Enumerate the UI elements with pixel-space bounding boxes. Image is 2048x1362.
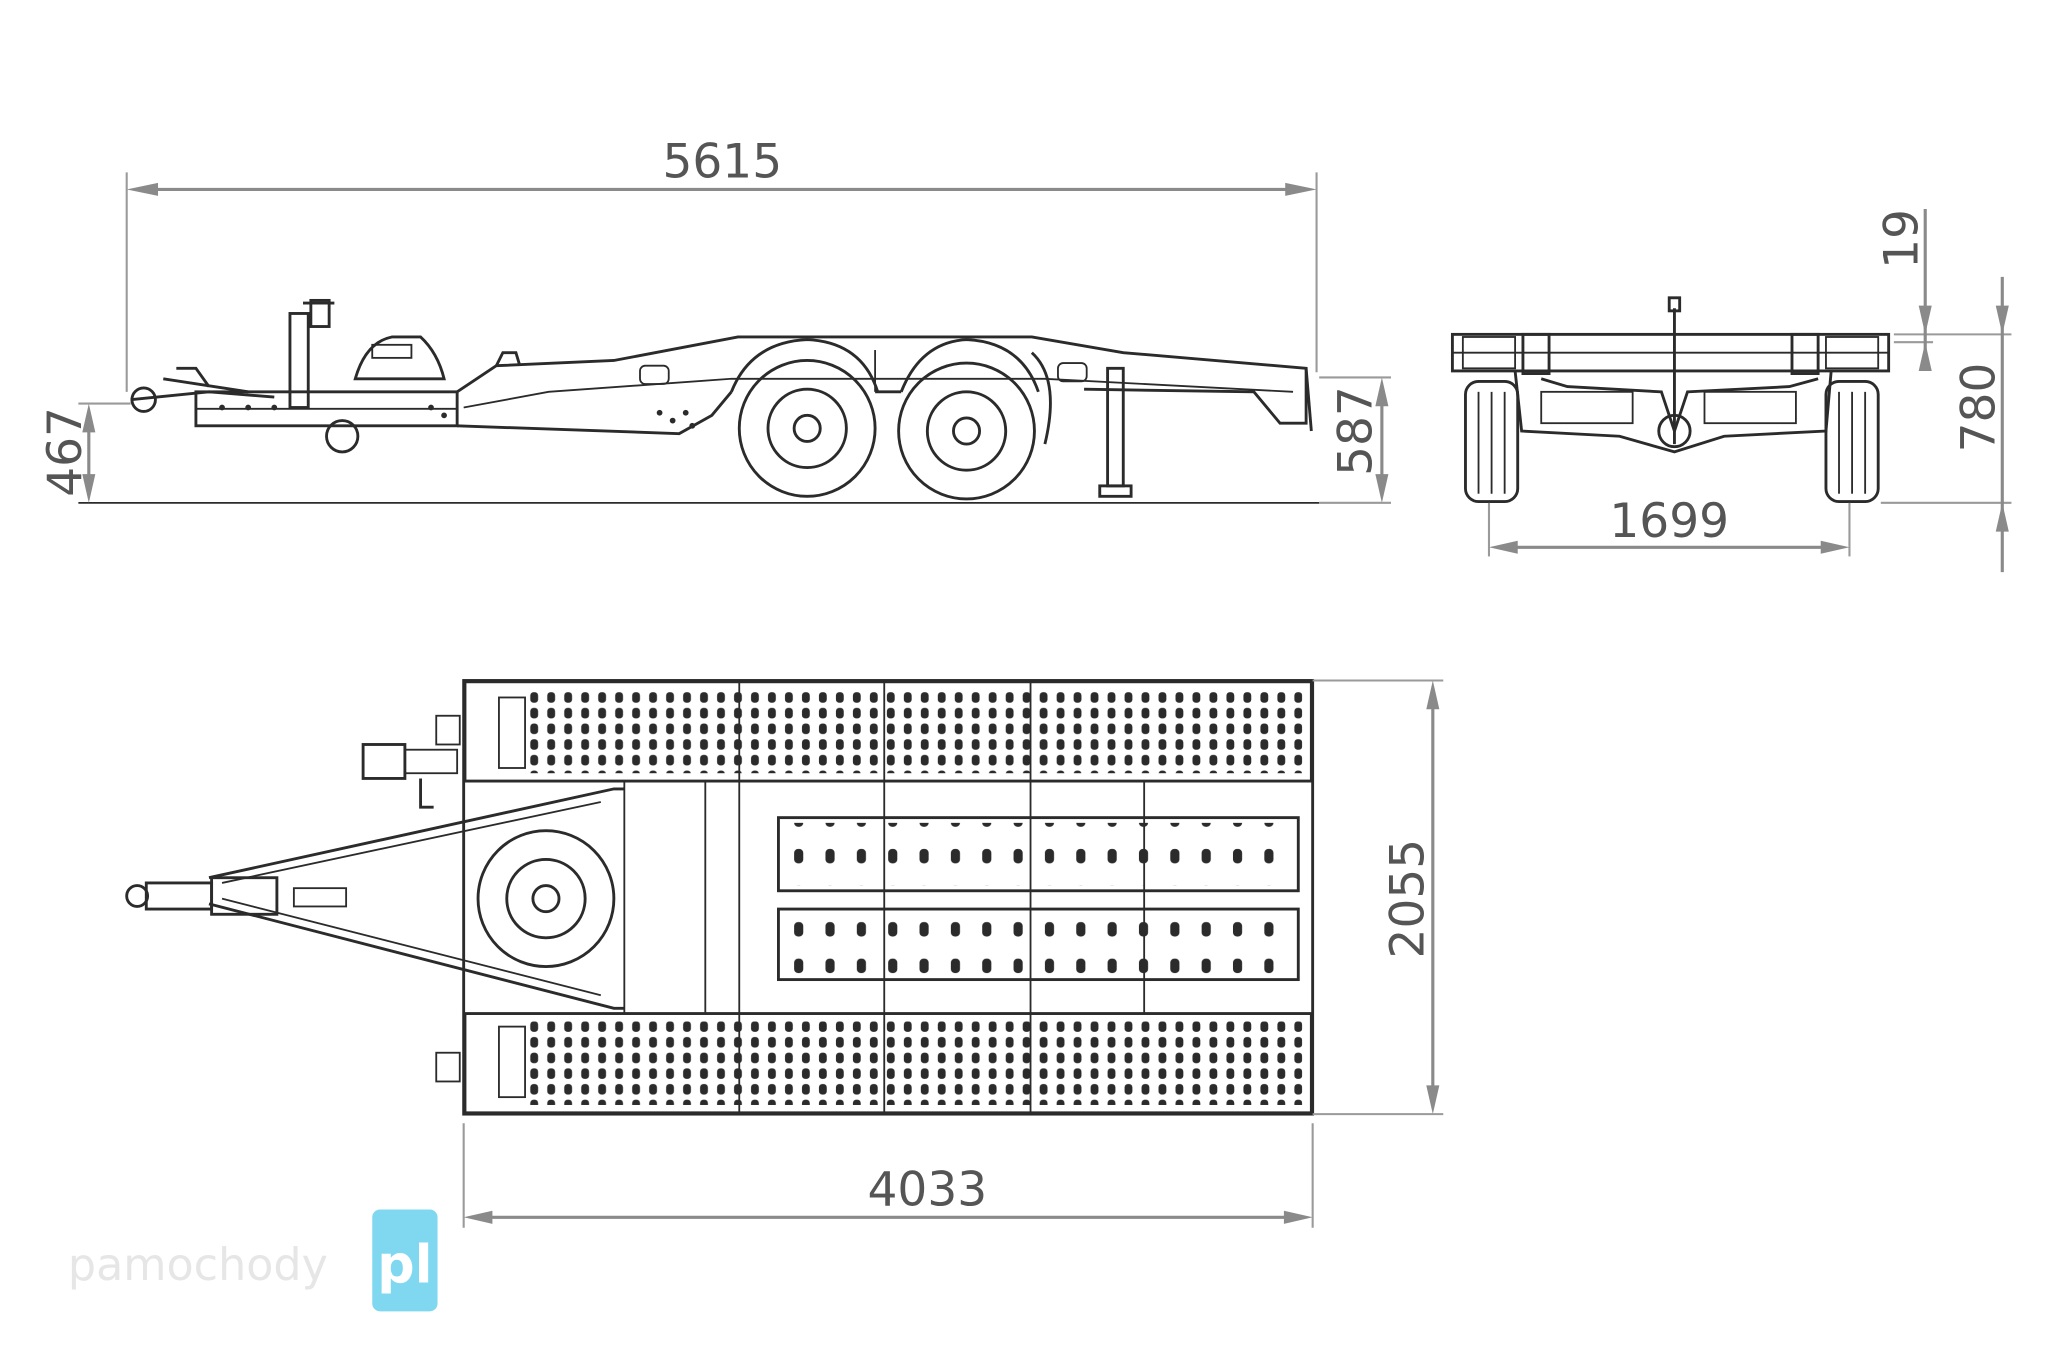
top-view-spare-wheel	[476, 829, 616, 968]
dim-deck-height: 587	[1328, 386, 1383, 476]
side-view	[78, 298, 1320, 504]
dim-rear-height: 780	[1951, 363, 2006, 453]
dim-overall-width: 2055	[1381, 839, 1436, 959]
side-deck	[219, 335, 1313, 498]
rear-view-tyre-right	[1824, 379, 1880, 503]
dim-overall-length: 5615	[662, 135, 782, 190]
watermark-logo: pamochody pl	[68, 1209, 438, 1312]
dim-platform-length: 4033	[868, 1163, 988, 1218]
rear-view-dimensions: 1699 780 19	[1487, 208, 2012, 573]
watermark-suffix: pl	[377, 1236, 432, 1296]
watermark-badge	[372, 1209, 438, 1312]
rear-view-tyre-left	[1464, 379, 1520, 503]
top-view	[125, 679, 1315, 1116]
side-wheel-rear	[897, 338, 1040, 501]
watermark-text: pamochody	[68, 1240, 328, 1291]
top-view-dimensions: 2055 4033	[462, 679, 1444, 1228]
side-hitch	[130, 298, 459, 454]
side-wheel-front	[730, 338, 880, 498]
dim-drawbar-height: 467	[38, 407, 93, 497]
side-view-dimensions: 5615 467 587	[38, 135, 1392, 504]
rear-view	[1450, 296, 1891, 503]
dim-track-width: 1699	[1609, 494, 1729, 549]
dim-rear-top-offset: 19	[1874, 209, 1929, 269]
